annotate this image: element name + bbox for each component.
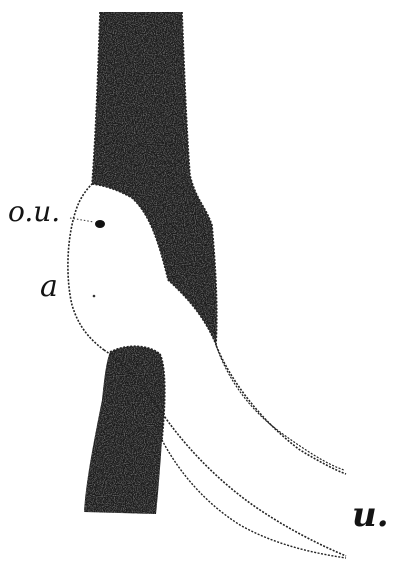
lower-dark-tissue bbox=[84, 346, 165, 514]
label-a: a bbox=[40, 272, 58, 302]
upper-tube-inner-tail bbox=[216, 345, 344, 470]
a-leader-dot bbox=[93, 295, 96, 298]
label-u: u. bbox=[352, 498, 389, 532]
label-ou: o.u. bbox=[8, 198, 60, 226]
upper-dark-tissue bbox=[92, 12, 217, 345]
opening-dot bbox=[95, 220, 105, 228]
